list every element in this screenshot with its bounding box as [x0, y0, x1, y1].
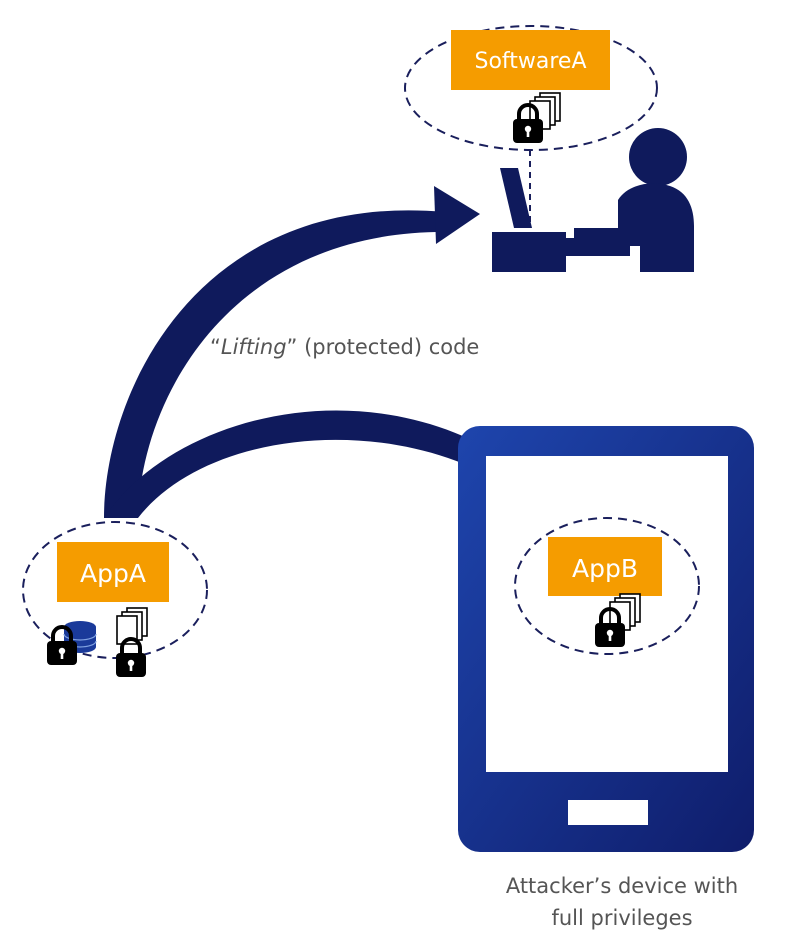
lifting-open-quote: “ [210, 335, 221, 359]
appa-label: AppA [80, 559, 146, 588]
person-at-desk-icon [492, 128, 694, 272]
lifting-code-label: “Lifting” (protected) code [210, 335, 479, 359]
phone-home-button [568, 800, 648, 825]
softwarea-label: SoftwareA [474, 49, 586, 74]
lifting-italic-word: Lifting [221, 335, 287, 359]
appb-ellipse [514, 517, 700, 655]
lock-icon [511, 103, 545, 145]
appb-label: AppB [572, 554, 638, 583]
lock-icon [45, 625, 79, 667]
softwarea-label-box [451, 30, 610, 90]
phone-screen [486, 456, 728, 772]
appa-ellipse [22, 521, 208, 659]
lifting-rest: (protected) code [297, 335, 479, 359]
softwarea-node: SoftwareA [404, 25, 658, 151]
appb-label-box [548, 537, 662, 596]
appa-label-box [57, 542, 169, 602]
appb-node: AppB [514, 517, 700, 655]
device-caption-line1: Attacker’s device with [506, 874, 738, 898]
device-caption-line2: full privileges [551, 906, 692, 930]
appa-node: AppA [22, 521, 208, 679]
lifting-close-quote: ” [287, 335, 298, 359]
